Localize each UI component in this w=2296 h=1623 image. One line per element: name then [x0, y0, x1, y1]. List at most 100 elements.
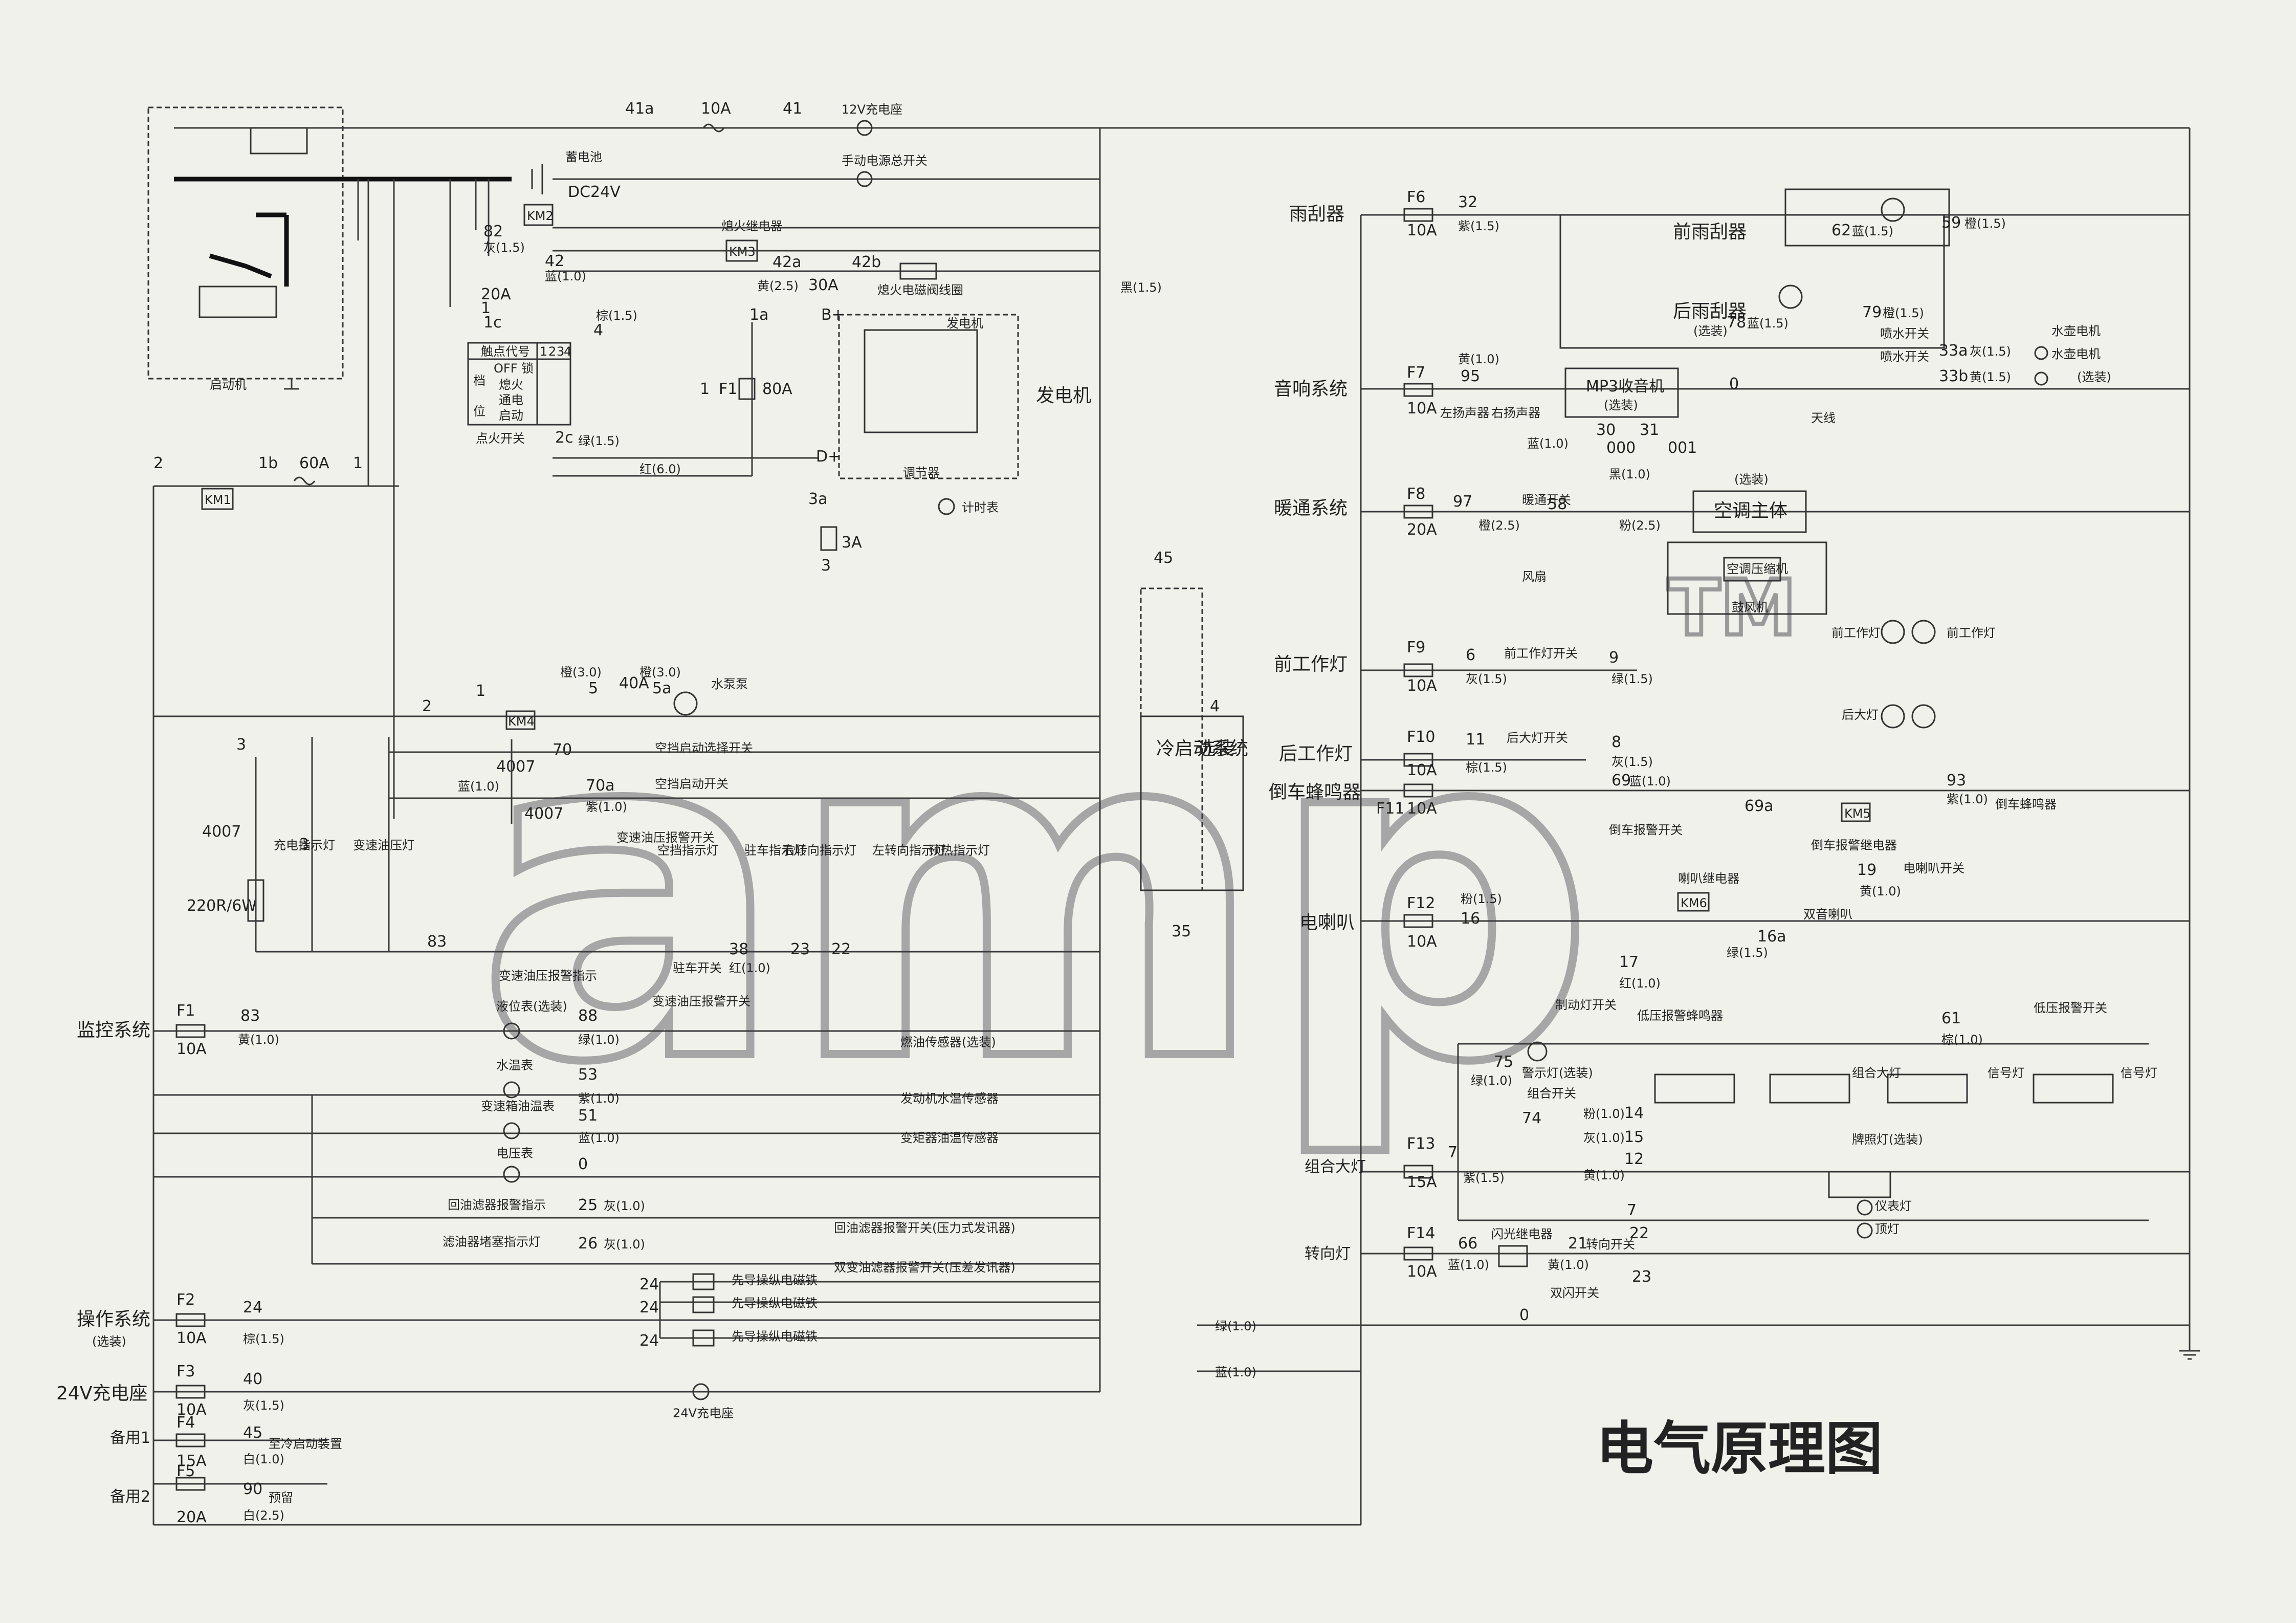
system-reverse-buzzer: 倒车蜂鸣器 — [1269, 782, 1361, 803]
label-14: 14 — [1624, 1104, 1644, 1122]
reserve-label: 预留 — [269, 1490, 293, 1505]
label-45b: 45 — [243, 1424, 262, 1442]
bus-wires — [152, 127, 2200, 1526]
fuse-f5-rating: 20A — [176, 1508, 207, 1526]
km2-label: KM2 — [527, 209, 554, 223]
label-16: 16 — [1461, 910, 1480, 928]
label-6: 6 — [1466, 646, 1475, 664]
label-51: 51 — [578, 1107, 598, 1125]
fuse-f6-rating: 10A — [1407, 222, 1437, 239]
ign-row1: OFF 锁 — [494, 361, 534, 376]
label-16a: 16a — [1757, 928, 1786, 946]
brake-sw-label: 制动灯开关 — [1555, 998, 1617, 1012]
fuse-f11-rating: 10A — [1407, 800, 1437, 818]
label-0-audio: 0 — [1729, 375, 1739, 393]
label-purple10b: 紫(1.0) — [578, 1091, 620, 1106]
label-blue10c: 蓝(1.0) — [578, 1131, 620, 1145]
alternator-box-label: 发电机 — [946, 316, 983, 331]
label-yellow10: 黄(1.0) — [1458, 352, 1499, 366]
label-white25: 白(2.5) — [243, 1508, 284, 1523]
label-74: 74 — [1522, 1109, 1541, 1127]
fuse-f3: F3 — [176, 1363, 195, 1380]
system-hvac: 暖通系统 — [1274, 498, 1348, 519]
fuse-f6: F6 — [1407, 188, 1425, 206]
label-f1: F1 — [719, 380, 737, 398]
flameout-coil-label: 熄火电磁阀线圈 — [877, 283, 963, 297]
label-4: 4 — [593, 321, 603, 339]
fuel-sensor-label: 燃油传感器(选装) — [900, 1035, 996, 1049]
label-5: 5 — [588, 679, 598, 697]
fuse-f10-rating: 10A — [1407, 761, 1437, 779]
plate-lamp-label: 牌照灯(选装) — [1852, 1132, 1923, 1147]
level-meter-label: 液位表(选装) — [496, 999, 567, 1014]
label-4b: 4 — [1210, 697, 1220, 715]
label-gray10: 灰(1.0) — [1583, 1131, 1625, 1145]
ign-col3: 3 — [557, 344, 564, 359]
fuse-f9-rating: 10A — [1407, 677, 1437, 695]
label-83b: 83 — [240, 1007, 260, 1025]
label-83: 83 — [427, 933, 447, 951]
park-switch-label: 驻车开关 — [673, 961, 722, 975]
alternator: 发电机 发电机 1a B+ 1 F1 80A D+ 调节器 计时表 3a 3A … — [700, 306, 1091, 575]
fuse-f11: F11 — [1376, 800, 1404, 818]
low-sw-label: 低压报警开关 — [2034, 1001, 2107, 1015]
label-58: 58 — [1548, 495, 1567, 513]
blower-label: 鼓风机 — [1732, 600, 1769, 615]
label-1: 1 — [481, 299, 491, 317]
starter-motor: 启动机 — [147, 106, 512, 392]
system-reserve2: 备用2 — [110, 1488, 150, 1506]
system-monitor: 监控系统 — [77, 1020, 150, 1041]
trans-alarm-sw2-label: 变速油压报警开关 — [652, 994, 750, 1008]
flash-relay-label: 闪光继电器 — [1491, 1227, 1553, 1241]
label-11: 11 — [1466, 731, 1485, 749]
system-rear-work: 后工作灯 — [1279, 743, 1353, 764]
label-blue15: 蓝(1.5) — [1852, 224, 1893, 238]
fuse-f9: F9 — [1407, 639, 1425, 656]
label-88: 88 — [578, 1007, 598, 1025]
label-30a: 30A — [808, 276, 838, 294]
label-blue10b: 蓝(1.0) — [1629, 774, 1671, 788]
label-yellow10: 黄(1.0) — [238, 1033, 279, 1047]
pump-label: 水泵泵 — [711, 677, 748, 691]
water-motor2-optional: (选装) — [2077, 370, 2111, 384]
ac-optional: (选装) — [1734, 472, 1769, 487]
label-purple15: 紫(1.5) — [1458, 219, 1499, 233]
label-40a: 40A — [619, 674, 649, 692]
dc24v-label: DC24V — [568, 183, 621, 201]
system-wiper: 雨刮器 — [1289, 204, 1344, 225]
label-green10: 绿(1.0) — [1471, 1073, 1512, 1088]
label-1-km1: 1 — [353, 454, 363, 472]
label-red10: 红(1.0) — [729, 961, 770, 975]
alternator-label: 发电机 — [1036, 385, 1091, 406]
label-21: 21 — [1568, 1235, 1587, 1253]
label-53: 53 — [578, 1066, 598, 1084]
trans-pressure-lamp-label: 变速油压灯 — [353, 838, 414, 852]
label-000: 000 — [1606, 439, 1636, 457]
fuse-f7: F7 — [1407, 364, 1425, 382]
label-1d: 1 — [476, 682, 485, 700]
top-lamp-label: 顶灯 — [1875, 1222, 1900, 1236]
fuse-f14-rating: 10A — [1407, 1263, 1437, 1281]
label-22b: 22 — [1629, 1224, 1649, 1242]
label-35: 35 — [1172, 923, 1191, 940]
label-purple10a: 紫(1.0) — [586, 800, 627, 814]
label-bplus: B+ — [821, 306, 845, 324]
label-brown15: 棕(1.5) — [1466, 760, 1507, 775]
ignition-switch: 触点代号 1 2 3 4 档 位 OFF 锁 熄火 通电 启动 点火开关 2c … — [467, 322, 819, 477]
right-spk-label: 右扬声器 — [1491, 406, 1540, 420]
system-audio: 音响系统 — [1274, 379, 1348, 400]
battery-label: 蓄电池 — [565, 150, 602, 164]
fuse-f13: F13 — [1407, 1135, 1435, 1153]
signal1-label: 信号灯 — [1988, 1066, 2024, 1080]
ign-row4: 启动 — [499, 408, 523, 423]
ign-col1: 1 — [540, 344, 547, 359]
label-33a: 33a — [1939, 342, 1968, 360]
label-pink25: 粉(2.5) — [1619, 518, 1661, 533]
fuse-f12-rating: 10A — [1407, 933, 1437, 951]
diagram-title: 电气原理图 — [1596, 1415, 1883, 1482]
label-22: 22 — [831, 940, 851, 958]
label-80a: 80A — [762, 380, 792, 398]
watermark: amp — [476, 627, 1596, 1163]
ign-col2: 2 — [548, 344, 556, 359]
